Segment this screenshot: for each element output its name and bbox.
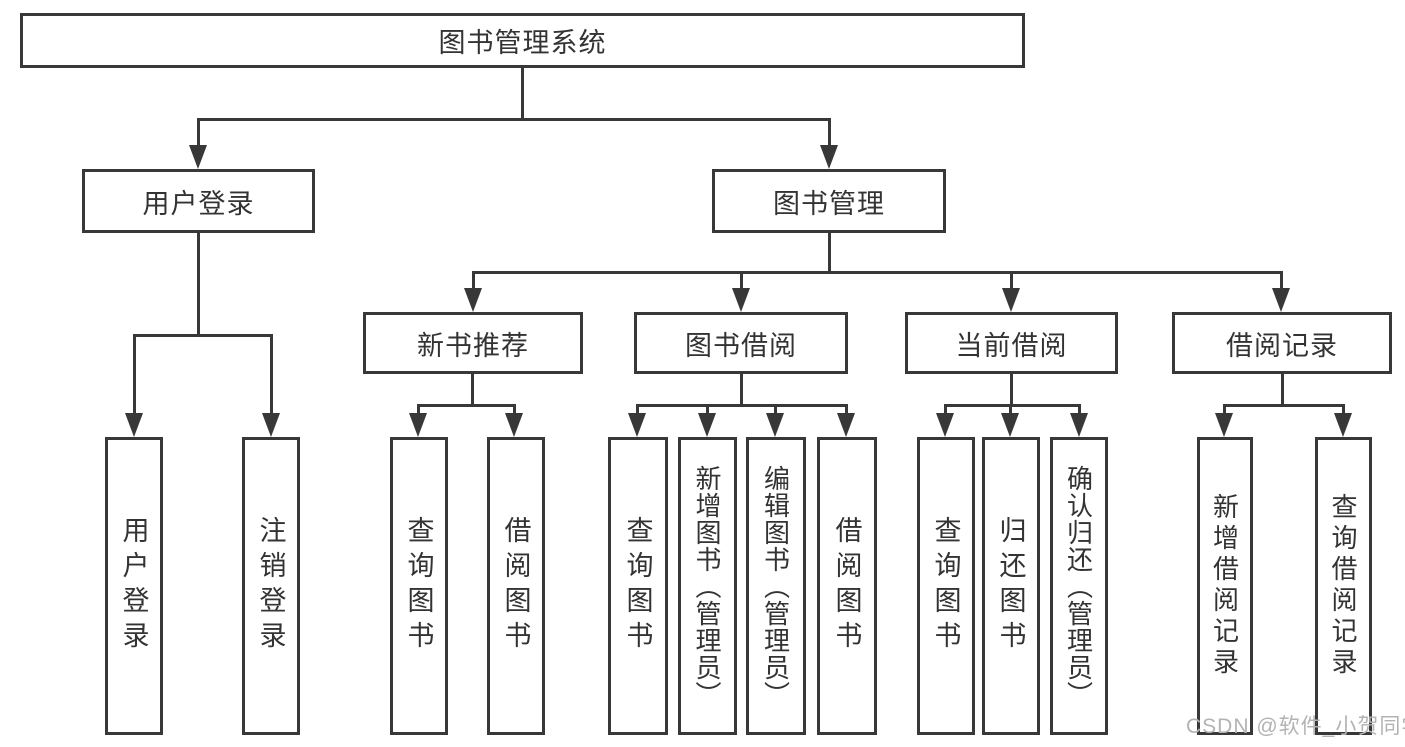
node-root-label: 图书管理系统 <box>438 28 607 58</box>
arrowhead-down-icon <box>125 413 143 437</box>
connector-line <box>740 271 743 293</box>
connector-line <box>513 404 516 420</box>
arrowhead-down-icon <box>1334 413 1352 437</box>
leaf-borrow-books-1-label: 借阅图书 <box>500 516 531 656</box>
node-book-borrowing: 图书借阅 <box>634 312 848 374</box>
connector-line <box>944 404 1081 407</box>
connector-line <box>133 334 136 416</box>
connector-line <box>1010 271 1013 293</box>
node-user-login: 用户登录 <box>82 169 315 233</box>
connector-line <box>828 233 831 274</box>
leaf-query-borrow-record: 查询借阅记录 <box>1315 437 1372 735</box>
leaf-borrow-books-1: 借阅图书 <box>487 437 545 735</box>
connector-line <box>636 404 848 407</box>
arrowhead-down-icon <box>464 288 482 312</box>
leaf-return-books-label: 归还图书 <box>995 516 1026 656</box>
connector-line <box>417 404 516 407</box>
node-new-book-recommend-label: 新书推荐 <box>417 330 529 361</box>
arrowhead-down-icon <box>698 413 716 437</box>
arrowhead-down-icon <box>732 288 750 312</box>
node-current-borrowing-label: 当前借阅 <box>955 330 1068 361</box>
connector-line <box>417 404 420 420</box>
connector-line <box>472 271 475 293</box>
connector-line <box>471 374 474 407</box>
node-borrowing-records-label: 借阅记录 <box>1226 330 1338 361</box>
arrowhead-down-icon <box>936 413 954 437</box>
arrowhead-down-icon <box>262 413 280 437</box>
leaf-query-borrow-record-label: 查询借阅记录 <box>1328 493 1358 679</box>
connector-line <box>1009 404 1012 420</box>
connector-line <box>521 68 524 121</box>
arrowhead-down-icon <box>766 413 784 437</box>
connector-line <box>706 404 709 420</box>
leaf-query-books-3-label: 查询图书 <box>930 516 961 656</box>
connector-line <box>1223 404 1345 407</box>
leaf-query-books-3: 查询图书 <box>917 437 975 735</box>
arrowhead-down-icon <box>1272 288 1290 312</box>
arrowhead-down-icon <box>837 413 855 437</box>
connector-line <box>1223 404 1226 420</box>
arrowhead-down-icon <box>1001 413 1019 437</box>
connector-line <box>1280 271 1283 293</box>
connector-line <box>1342 404 1345 420</box>
leaf-user-login: 用户登录 <box>105 437 163 735</box>
leaf-logout-login-label: 注销登录 <box>255 516 286 656</box>
connector-line <box>828 118 831 148</box>
leaf-add-borrow-record-label: 新增借阅记录 <box>1209 493 1240 679</box>
connector-line <box>133 334 273 337</box>
connector-line <box>845 404 848 420</box>
connector-line <box>197 233 200 336</box>
leaf-query-books-2: 查询图书 <box>608 437 668 735</box>
leaf-query-books-1: 查询图书 <box>390 437 448 735</box>
arrowhead-down-icon <box>1215 413 1233 437</box>
connector-line <box>774 404 777 420</box>
node-root: 图书管理系统 <box>20 13 1025 68</box>
node-user-login-label: 用户登录 <box>142 188 255 219</box>
connector-line <box>1078 404 1081 420</box>
leaf-logout-login: 注销登录 <box>242 437 300 735</box>
leaf-query-books-2-label: 查询图书 <box>622 516 653 656</box>
arrowhead-down-icon <box>820 145 838 169</box>
connector-line <box>636 404 639 420</box>
connector-line <box>1281 374 1284 407</box>
arrowhead-down-icon <box>409 413 427 437</box>
leaf-add-borrow-record: 新增借阅记录 <box>1197 437 1253 735</box>
node-new-book-recommend: 新书推荐 <box>363 312 583 374</box>
connector-line <box>472 271 1283 274</box>
connector-line <box>944 404 947 420</box>
arrowhead-down-icon <box>505 413 523 437</box>
connector-line <box>197 118 831 121</box>
connector-line <box>270 334 273 416</box>
leaf-confirm-return-admin-label: 确认归还（管理员） <box>1063 464 1094 708</box>
node-book-management: 图书管理 <box>712 169 946 233</box>
node-borrowing-records: 借阅记录 <box>1172 312 1392 374</box>
node-book-management-label: 图书管理 <box>773 188 885 219</box>
leaf-borrow-books-2-label: 借阅图书 <box>831 516 862 656</box>
leaf-query-books-1-label: 查询图书 <box>403 516 434 656</box>
leaf-confirm-return-admin: 确认归还（管理员） <box>1050 437 1108 735</box>
node-current-borrowing: 当前借阅 <box>905 312 1118 374</box>
leaf-add-books-admin-label: 新增图书（管理员） <box>692 464 722 708</box>
leaf-borrow-books-2: 借阅图书 <box>817 437 877 735</box>
connector-line <box>740 374 743 407</box>
arrowhead-down-icon <box>1070 413 1088 437</box>
arrowhead-down-icon <box>628 413 646 437</box>
watermark: CSDN @软件_小贺同学 <box>1186 715 1405 738</box>
leaf-return-books: 归还图书 <box>982 437 1040 735</box>
leaf-edit-books-admin-label: 编辑图书（管理员） <box>760 464 791 708</box>
leaf-edit-books-admin: 编辑图书（管理员） <box>746 437 806 735</box>
node-book-borrowing-label: 图书借阅 <box>685 330 797 361</box>
connector-line <box>197 118 200 148</box>
arrowhead-down-icon <box>1002 288 1020 312</box>
leaf-add-books-admin: 新增图书（管理员） <box>678 437 737 735</box>
leaf-user-login-label: 用户登录 <box>118 516 149 656</box>
arrowhead-down-icon <box>189 145 207 169</box>
connector-line <box>1010 374 1013 407</box>
